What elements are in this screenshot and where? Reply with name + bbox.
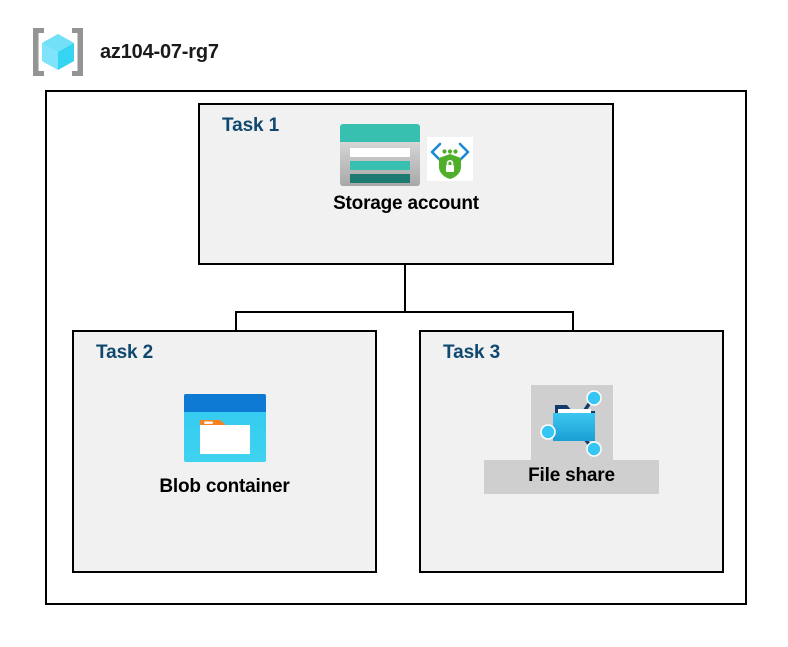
resource-group-icon xyxy=(33,28,83,76)
resource-group-title: az104-07-rg7 xyxy=(100,40,219,63)
task-1-label: Task 1 xyxy=(222,115,280,136)
storage-account-label: Storage account xyxy=(333,193,479,214)
task-1-box: Task 1 xyxy=(198,103,614,265)
task-3-label: Task 3 xyxy=(443,342,501,363)
storage-account-icon xyxy=(340,124,420,186)
storage-account-node[interactable]: Storage account xyxy=(200,123,612,215)
file-share-label-highlight: File share xyxy=(484,460,659,494)
blob-container-node[interactable]: Blob container xyxy=(74,392,375,498)
blob-container-icon xyxy=(183,394,266,462)
secure-transfer-shield-icon xyxy=(427,137,473,181)
task-2-box: Task 2 Blob container xyxy=(72,330,377,573)
file-share-icon-highlight xyxy=(530,385,613,460)
file-share-node[interactable]: File share xyxy=(421,385,722,494)
task-3-box: Task 3 xyxy=(419,330,724,573)
blob-container-label: Blob container xyxy=(159,476,290,497)
resource-group-header: az104-07-rg7 xyxy=(30,26,219,78)
storage-account-icon-group xyxy=(339,123,473,187)
file-share-icon xyxy=(539,390,602,457)
file-share-label: File share xyxy=(528,465,615,486)
task-2-label: Task 2 xyxy=(96,342,154,363)
